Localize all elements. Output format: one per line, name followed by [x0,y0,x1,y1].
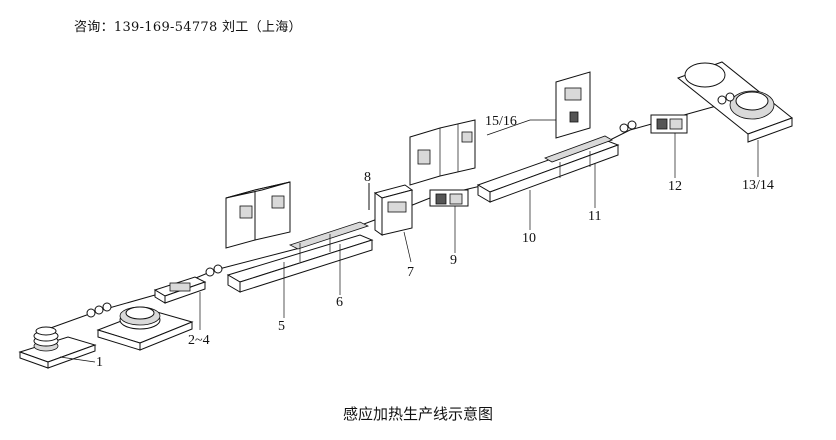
payoff-stand [18,326,97,369]
unit-9 [429,189,469,207]
cabinet-15-16 [409,119,476,186]
label-13-14: 13/14 [742,178,774,193]
roller-set-1 [86,302,112,318]
label-8: 8 [364,170,371,185]
label-9: 9 [450,253,457,268]
unit-2-4 [153,264,223,304]
coil-platform [96,306,194,351]
label-5: 5 [278,319,285,334]
contact-line: 咨询：139-169-54778 刘工（上海） [74,20,302,35]
label-10: 10 [522,231,536,246]
label-7: 7 [407,265,414,280]
leader-15-16 [486,119,531,136]
label-15-16: 15/16 [485,114,517,129]
leader-7 [403,231,412,263]
induction-line-10-11 [476,135,620,203]
label-6: 6 [336,295,343,310]
label-12: 12 [668,179,682,194]
cabinet-pair-1 [225,181,291,249]
unit-12 [650,114,688,134]
cabinet-15-16-single [555,71,591,139]
label-1: 1 [96,355,103,370]
takeup-stand [676,61,794,143]
unit-7-tank [373,184,414,236]
label-11: 11 [588,209,601,224]
diagram-caption: 感应加热生产线示意图 [342,405,493,423]
induction-line-5-6 [226,221,374,293]
label-2-4: 2~4 [188,333,210,348]
roller-set-2 [619,120,637,133]
leader-1 [59,356,96,363]
